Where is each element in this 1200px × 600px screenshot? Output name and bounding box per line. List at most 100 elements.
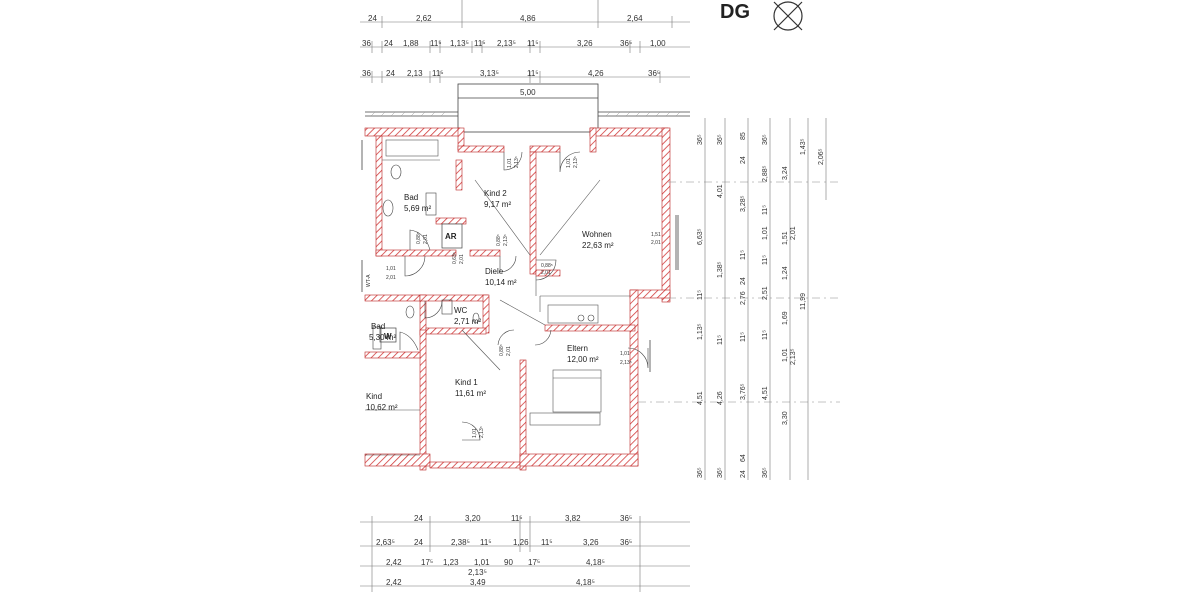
dim-text: 24 — [740, 156, 747, 164]
dim-col-right-7: 2,06⁵ 11,99 — [800, 148, 825, 310]
interior-lines — [365, 139, 630, 456]
opening-dim: 0,88⁵ — [499, 344, 505, 356]
sink-icon — [372, 199, 595, 350]
dim-text: 3,26 — [583, 538, 599, 547]
dim-text: 24 — [740, 470, 747, 478]
dim-text: 4,18⁵ — [576, 578, 595, 587]
dim-text: 36⁵ — [697, 467, 704, 478]
dim-text: 1,24 — [782, 266, 789, 280]
dim-text: 1,69 — [782, 311, 789, 325]
opening-dim: 2,01 — [459, 254, 465, 264]
opening-dim: 2,01 — [506, 346, 512, 356]
dim-text: 11⁵ — [527, 39, 539, 48]
dimension-chains-bottom — [360, 516, 690, 592]
dim-col-right-2: 36⁵ 4,01 1,38⁵ 11⁵ 4,26 36⁵ — [717, 134, 724, 478]
opening-dim: 2,01 — [651, 240, 661, 246]
bath-icon — [425, 192, 437, 216]
dim-text: 1,38⁵ — [717, 261, 724, 278]
dim-text: 64 — [740, 454, 747, 462]
dim-text: 4,26 — [588, 69, 604, 78]
washing-machine-box — [379, 327, 397, 343]
dim-text: 3,49 — [470, 578, 486, 587]
dim-text: 36⁵ — [762, 134, 769, 145]
dim-text: 1,51 — [782, 231, 789, 245]
dim-row-bottom-2: 2,63⁵ 24 2,38⁵ 11⁵ 1,26 11⁵ 3,26 36⁵ — [376, 538, 632, 547]
dim-row-top-3: 36 24 2,13 11⁵ 3,13⁵ 11⁵ 4,26 36⁵ — [362, 69, 660, 78]
dim-row-bottom-1: 24 3,20 11⁵ 3,82 36⁵ — [414, 514, 632, 523]
dim-text: 36 — [362, 69, 371, 78]
room-labels: Bad 5,69 m² Kind 2 9,17 m² AR Wohnen 22,… — [366, 189, 614, 412]
dim-col-right-5: 3,24 1,51 1,24 1,69 1,01 3,30 — [782, 166, 789, 425]
dim-text: 11⁵ — [717, 335, 724, 345]
opening-dim: 2,01 — [423, 234, 429, 244]
dim-text: 24 — [384, 39, 393, 48]
opening-dim: 0,88⁵ — [541, 263, 553, 269]
dim-text: 36⁵ — [648, 69, 660, 78]
room-name: Bad — [371, 322, 385, 331]
roof-outline — [365, 83, 690, 133]
room-name: WC — [454, 306, 468, 315]
dim-text: 4,86 — [520, 14, 536, 23]
dim-text: 24 — [368, 14, 377, 23]
opening-dim: 0,63⁵ — [452, 252, 458, 264]
opening-dim: 1,01 — [472, 428, 478, 438]
dimension-chains-top — [360, 0, 690, 83]
dim-text: 1,01 — [782, 348, 789, 362]
walls — [364, 127, 671, 471]
opening-dim: 0,88⁵ — [496, 234, 502, 246]
washing-machine-label: W — [384, 332, 392, 341]
dim-text: 24 — [414, 514, 423, 523]
dim-text: 2,38⁵ — [451, 538, 470, 547]
opening-dim: 1,01 — [507, 158, 513, 168]
dim-text: 4,18⁵ — [586, 558, 605, 567]
dim-col-right-6: 1,43⁵ 2,01 2,13⁵ — [790, 138, 807, 365]
opening-dim: 2,13⁵ — [514, 156, 520, 168]
dim-text: 90 — [504, 558, 513, 567]
dim-text: 11⁵ — [762, 255, 769, 265]
dim-text: 36⁵ — [762, 467, 769, 478]
wt-a-label: WT-A — [366, 274, 372, 287]
dim-text: 11⁵ — [527, 69, 539, 78]
dim-text: 36⁵ — [620, 538, 632, 547]
dim-text: 4,51 — [762, 386, 769, 400]
dim-text: 36⁵ — [717, 467, 724, 478]
dimension-chains-right — [704, 118, 827, 480]
dim-text: 36⁵ — [717, 134, 724, 145]
dim-text: 24 — [386, 69, 395, 78]
dim-text: 17⁵ — [528, 558, 540, 567]
room-name: AR — [445, 232, 457, 241]
shower-icon — [399, 229, 431, 351]
opening-dim: 1,01 — [620, 351, 630, 357]
dim-text: 11⁵ — [762, 205, 769, 215]
balcony-dim: 5,00 — [520, 88, 536, 97]
room-area: 12,00 m² — [567, 355, 599, 364]
dim-text: 2,13 — [407, 69, 423, 78]
dim-text: 36⁵ — [620, 514, 632, 523]
dim-col-right-4: 36⁵ 2,88⁵ 11⁵ 1,01 11⁵ 2,51 11⁵ 4,51 36⁵ — [762, 134, 769, 478]
dim-text: 2,88⁵ — [762, 165, 769, 182]
dim-text: 1,00 — [650, 39, 666, 48]
opening-dim: 2,13⁵ — [573, 156, 579, 168]
dim-row-bottom-5: 2,42 3,49 4,18⁵ — [386, 578, 595, 587]
dim-text: 11⁵ — [511, 514, 523, 523]
dim-text: 2,51 — [762, 286, 769, 300]
dim-text: 1,43⁵ — [800, 138, 807, 155]
dim-text: 11⁵ — [474, 39, 486, 48]
dim-text: 11⁵ — [762, 330, 769, 340]
opening-dim: 0,88⁵ — [416, 232, 422, 244]
opening-dim: 1,01 — [566, 158, 572, 168]
dim-text: 36 — [362, 39, 371, 48]
dim-text: 4,51 — [697, 391, 704, 405]
dim-text: 2,42 — [386, 578, 402, 587]
dim-text: 4,26 — [717, 391, 724, 405]
dim-text: 11⁵ — [740, 250, 747, 260]
room-name: Kind 2 — [484, 189, 507, 198]
room-area: 10,14 m² — [485, 278, 517, 287]
opening-dim: 2,13⁵ — [479, 426, 485, 438]
dim-text: 3,13⁵ — [480, 69, 499, 78]
dim-text: 3,20 — [465, 514, 481, 523]
dim-text: 1,88 — [403, 39, 419, 48]
dim-text: 3,28⁵ — [740, 195, 747, 212]
room-name: Eltern — [567, 344, 588, 353]
